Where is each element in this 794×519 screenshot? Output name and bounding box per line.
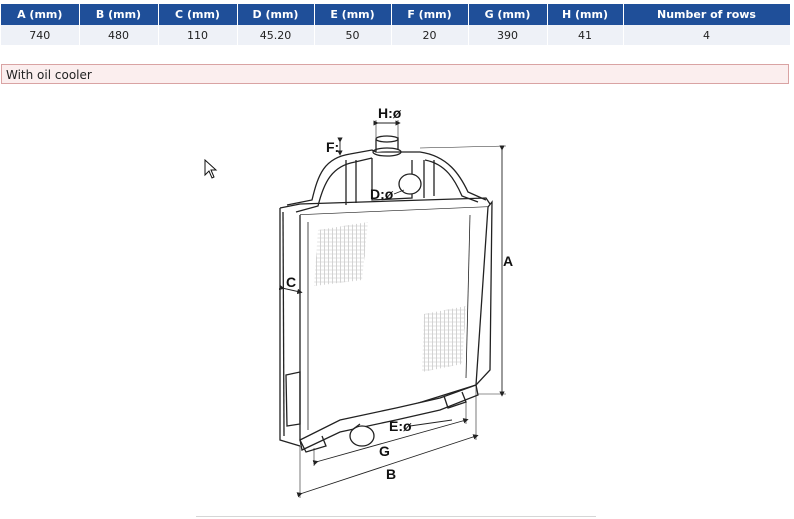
header-e: E (mm) xyxy=(314,4,392,25)
header-d: D (mm) xyxy=(237,4,315,25)
cell-h: 41 xyxy=(547,25,624,45)
label-e: E:ø xyxy=(389,418,412,434)
label-c: C xyxy=(286,274,296,290)
label-a: A xyxy=(503,253,513,269)
header-g: G (mm) xyxy=(468,4,548,25)
header-a: A (mm) xyxy=(1,4,80,25)
cell-f: 20 xyxy=(391,25,469,45)
header-c: C (mm) xyxy=(158,4,238,25)
header-f: F (mm) xyxy=(391,4,469,25)
divider xyxy=(196,516,596,517)
cell-rows: 4 xyxy=(623,25,791,45)
label-d: D:ø xyxy=(370,186,394,202)
header-h: H (mm) xyxy=(547,4,624,25)
header-rows: Number of rows xyxy=(623,4,791,25)
cell-a: 740 xyxy=(1,25,80,45)
cell-g: 390 xyxy=(468,25,548,45)
core-hatching xyxy=(314,222,466,372)
spec-header-row: A (mm) B (mm) C (mm) D (mm) E (mm) F (mm… xyxy=(1,4,791,25)
label-h: H:ø xyxy=(378,105,402,121)
cell-e: 50 xyxy=(314,25,392,45)
note-text: With oil cooler xyxy=(6,68,92,82)
label-f: F: xyxy=(326,139,339,155)
label-b: B xyxy=(386,466,396,482)
note-bar: With oil cooler xyxy=(1,64,789,84)
table-row: 740 480 110 45.20 50 20 390 41 4 xyxy=(1,25,791,45)
header-b: B (mm) xyxy=(79,4,159,25)
cell-d: 45.20 xyxy=(237,25,315,45)
cell-c: 110 xyxy=(158,25,238,45)
cell-b: 480 xyxy=(79,25,159,45)
mouse-cursor-icon xyxy=(204,159,218,179)
dimension-lines xyxy=(278,120,507,498)
label-g: G xyxy=(379,443,390,459)
spec-table: A (mm) B (mm) C (mm) D (mm) E (mm) F (mm… xyxy=(1,4,791,45)
radiator-outline xyxy=(279,135,493,453)
